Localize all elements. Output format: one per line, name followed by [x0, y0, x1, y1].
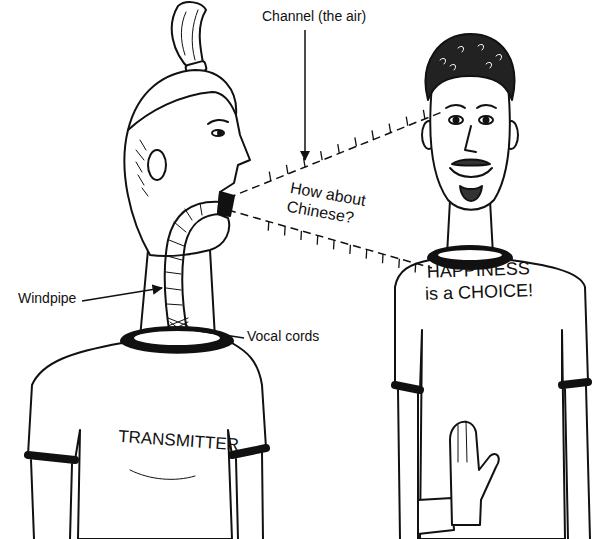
sound-tick [414, 263, 416, 272]
speech-text: How about Chinese? [285, 178, 374, 230]
sound-tick [269, 172, 271, 181]
sound-tick [317, 236, 319, 245]
woman-eyebrow [208, 120, 228, 124]
sound-tick [338, 144, 340, 153]
woman-eye [212, 130, 224, 136]
man-arms [398, 386, 590, 539]
forearm [418, 498, 454, 534]
mustache [452, 160, 490, 166]
sound-tick [284, 226, 286, 235]
windpipe-inner [182, 214, 224, 336]
smile [450, 168, 492, 177]
man-head [430, 74, 510, 210]
windpipe-rings [166, 203, 202, 305]
woman-shirt [28, 343, 266, 539]
ponytail-strands [181, 10, 198, 60]
shirt-fold [130, 470, 195, 479]
man-pupil [454, 118, 459, 123]
sound-ticks [268, 110, 425, 273]
shirt-text: TRANSMITTER [91, 425, 267, 458]
finger-lines [458, 421, 467, 462]
sideburn-hatch [136, 140, 148, 196]
windpipe-outer [165, 202, 222, 336]
sound-tick [389, 124, 391, 133]
sound-tick [398, 259, 400, 268]
leader-line [192, 330, 244, 338]
shirt-slogan: HAPPINESS is a CHOICE! [420, 258, 537, 305]
hair-curls [440, 44, 502, 70]
sound-tick [268, 222, 270, 231]
woman-ear [148, 150, 166, 180]
sound-tick [355, 137, 357, 146]
open-mouth [218, 192, 234, 216]
woman-head [124, 70, 250, 256]
sound-tick [372, 130, 374, 139]
goatee [460, 186, 482, 201]
part-label: Windpipe [18, 290, 98, 307]
man-eye [479, 116, 493, 124]
woman-arms [31, 452, 263, 539]
curly-hair [426, 34, 515, 100]
woman-neck [140, 250, 215, 338]
sound-tick [304, 158, 306, 167]
man-pupil [484, 118, 489, 123]
leader-line [82, 288, 162, 301]
sound-tick [333, 240, 335, 249]
man-eyebrows [446, 105, 496, 108]
channel-label: Channel (the air) [262, 8, 412, 25]
woman-hairline [128, 92, 236, 130]
sound-tick [321, 151, 323, 160]
leader-arrow [304, 30, 306, 160]
sound-tick [423, 110, 425, 119]
sound-tick [382, 254, 384, 263]
sound-tick [349, 245, 351, 254]
woman-pupil [218, 131, 222, 135]
sound-tick [286, 165, 288, 174]
sound-tick [300, 231, 302, 240]
man-eye [449, 116, 463, 124]
sound-tick [406, 117, 408, 126]
raised-hand [450, 422, 499, 525]
sleeve-band [395, 382, 588, 390]
part-label: Vocal cords [247, 328, 347, 345]
man-nose [465, 126, 476, 152]
sound-tick [366, 249, 368, 258]
ponytail [172, 2, 206, 70]
